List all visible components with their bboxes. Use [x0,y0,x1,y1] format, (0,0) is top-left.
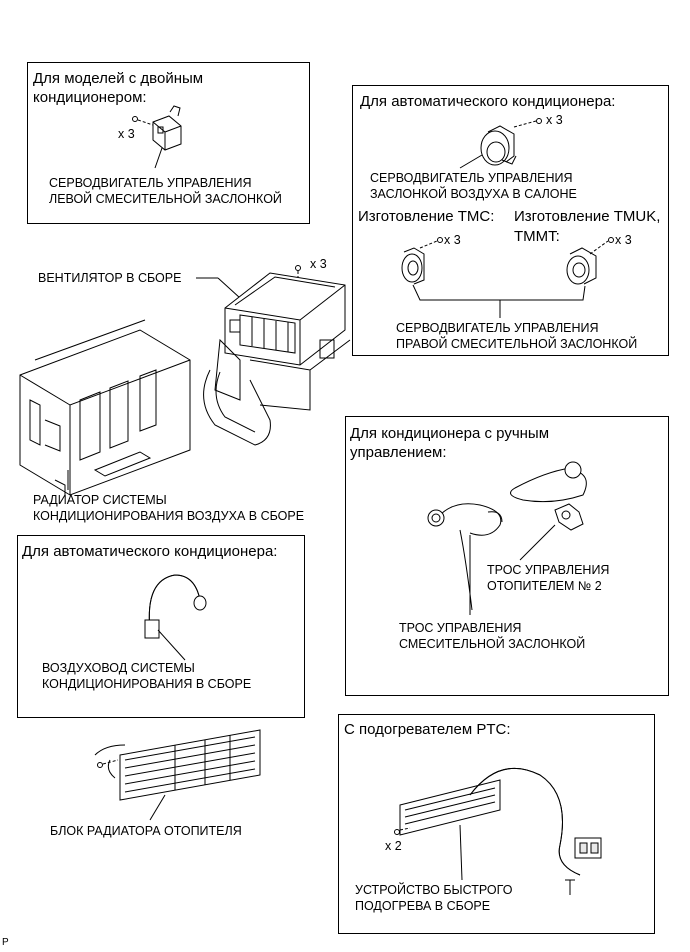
blower-label: ВЕНТИЛЯТОР В СБОРЕ [38,271,182,285]
air-duct-icon [144,574,207,661]
ptc-title: С подогревателем PTC: [344,721,511,738]
auto-ac-top-title: Для автоматического кондиционера: [360,93,616,110]
ptc-heater-icon [394,767,602,895]
cabin-servo-label-1: СЕРВОДВИГАТЕЛЬ УПРАВЛЕНИЯ [370,171,573,185]
dual-ac-label-1: СЕРВОДВИГАТЕЛЬ УПРАВЛЕНИЯ [49,176,252,190]
heater-cable-2-icon [510,461,587,561]
right-mix-servo-tmc-icon [401,237,443,285]
heater-core-icon [94,729,261,821]
right-mix-servo-tmuk-icon [566,237,614,285]
radiator-label-2: КОНДИЦИОНИРОВАНИЯ ВОЗДУХА В СБОРЕ [33,509,305,523]
cable-heater2-label-2: ОТОПИТЕЛЕМ № 2 [487,579,602,593]
manual-ac-title-1: Для кондиционера с ручным [350,425,550,442]
manual-ac-title-2: управлением: [350,444,447,461]
mfg-tmuk-label-1: Изготовление TMUK, [514,208,661,225]
heater-core-label: БЛОК РАДИАТОРА ОТОПИТЕЛЯ [50,824,242,838]
ptc-qty: x 2 [385,839,402,853]
blower-qty: x 3 [310,257,327,271]
dual-ac-title-2: кондиционером: [33,89,147,106]
ac-unit-case-icon [19,319,191,496]
ptc-label-1: УСТРОЙСТВО БЫСТРОГО [355,883,513,897]
mfg-tmuk-label-2: TMMT: [514,228,560,245]
left-mix-servo-icon [132,105,182,169]
dual-ac-title-1: Для моделей с двойным [33,70,204,87]
cable-heater2-label-1: ТРОС УПРАВЛЕНИЯ [487,563,610,577]
duct-label-2: КОНДИЦИОНИРОВАНИЯ В СБОРЕ [42,677,252,691]
auto-ac-bottom-panel [17,535,305,718]
right-servo-label-2: ПРАВОЙ СМЕСИТЕЛЬНОЙ ЗАСЛОНКОЙ [396,337,638,351]
auto-ac-top-panel [352,85,669,356]
dual-ac-label-2: ЛЕВОЙ СМЕСИТЕЛЬНОЙ ЗАСЛОНКОЙ [49,192,282,206]
duct-label-1: ВОЗДУХОВОД СИСТЕМЫ [42,661,195,675]
ptc-panel [338,714,655,934]
radiator-label-1: РАДИАТОР СИСТЕМЫ [33,493,167,507]
mix-cable-icon [427,503,503,615]
cable-mix-label-2: СМЕСИТЕЛЬНОЙ ЗАСЛОНКОЙ [399,637,586,651]
corner-mark: P [2,937,9,948]
right-servo-label-1: СЕРВОДВИГАТЕЛЬ УПРАВЛЕНИЯ [396,321,599,335]
ptc-label-2: ПОДОГРЕВА В СБОРЕ [355,899,491,913]
auto-ac-bottom-title: Для автоматического кондиционера: [22,543,278,560]
mfg-tmc-label: Изготовление TMC: [358,208,495,225]
tmuk-qty: x 3 [615,233,632,247]
auto-ac-top-qty: x 3 [546,113,563,127]
blower-assembly-icon [203,272,351,446]
manual-ac-panel [345,416,669,696]
cabin-servo-label-2: ЗАСЛОНКОЙ ВОЗДУХА В САЛОНЕ [370,187,577,201]
dual-ac-qty: x 3 [118,127,135,141]
tmc-qty: x 3 [444,233,461,247]
cable-mix-label-1: ТРОС УПРАВЛЕНИЯ [399,621,522,635]
cabin-air-servo-icon [459,118,542,169]
